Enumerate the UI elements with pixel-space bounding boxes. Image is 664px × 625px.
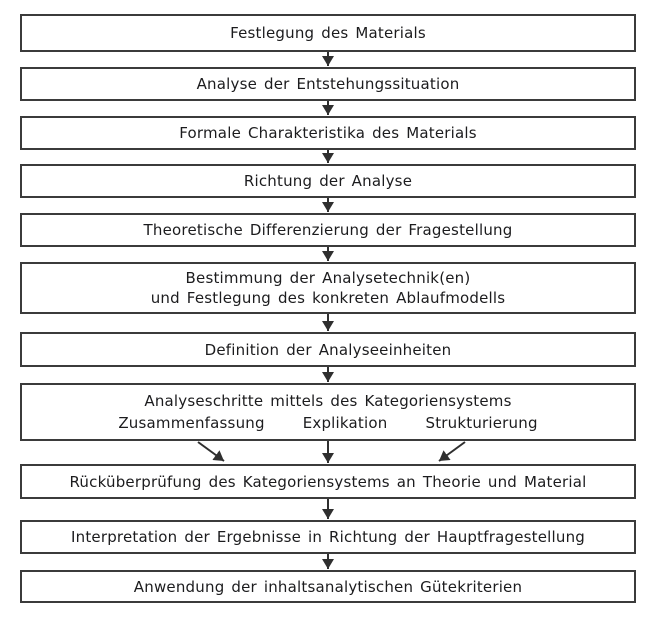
flow-step-11-label: Anwendung der inhaltsanalytischen Gütekr… [133, 577, 523, 596]
flow-step-6-label-line1: Bestimmung der Analysetechnik(en) [185, 269, 471, 287]
flow-step-3-label: Formale Charakteristika des Materials [179, 124, 477, 142]
flow-step-5-label: Theoretische Differenzierung der Fragest… [143, 221, 513, 239]
flow-step-8-technique-1: Zusammenfassung [118, 414, 265, 432]
flow-step-8-technique-2: Explikation [302, 414, 388, 432]
flow-step-7-label: Definition der Analyseeinheiten [204, 340, 452, 359]
flow-step-10-label: Interpretation der Ergebnisse in Richtun… [70, 528, 586, 546]
flow-step-8-techniques: Zusammenfassung Explikation Strukturieru… [118, 413, 537, 433]
flow-step-9-label: Rücküberprüfung des Kategoriensystems an… [69, 472, 587, 491]
flow-step-11: Anwendung der inhaltsanalytischen Gütekr… [20, 570, 636, 603]
flow-step-7: Definition der Analyseeinheiten [20, 332, 636, 367]
flow-step-6-label-line2: und Festlegung des konkreten Ablaufmodel… [150, 289, 506, 307]
flow-step-2-label: Analyse der Entstehungssituation [196, 75, 460, 93]
flow-step-4-label: Richtung der Analyse [243, 172, 413, 190]
flow-step-1-label: Festlegung des Materials [230, 24, 426, 42]
flow-step-1: Festlegung des Materials [20, 14, 636, 52]
flow-step-3: Formale Charakteristika des Materials [20, 116, 636, 150]
flow-step-9: Rücküberprüfung des Kategoriensystems an… [20, 464, 636, 499]
flow-step-6: Bestimmung der Analysetechnik(en) und Fe… [20, 262, 636, 314]
arrow-8-9-right-icon [438, 441, 466, 462]
flow-step-10: Interpretation der Ergebnisse in Richtun… [20, 520, 636, 554]
flow-step-2: Analyse der Entstehungssituation [20, 67, 636, 101]
flow-step-8-label: Analyseschritte mittels des Kategoriensy… [144, 392, 512, 410]
flow-step-8-technique-3: Strukturierung [425, 414, 538, 432]
flow-step-5: Theoretische Differenzierung der Fragest… [20, 213, 636, 247]
flow-step-8: Analyseschritte mittels des Kategoriensy… [20, 383, 636, 441]
arrow-8-9-left-icon [197, 441, 225, 462]
flow-step-4: Richtung der Analyse [20, 164, 636, 198]
